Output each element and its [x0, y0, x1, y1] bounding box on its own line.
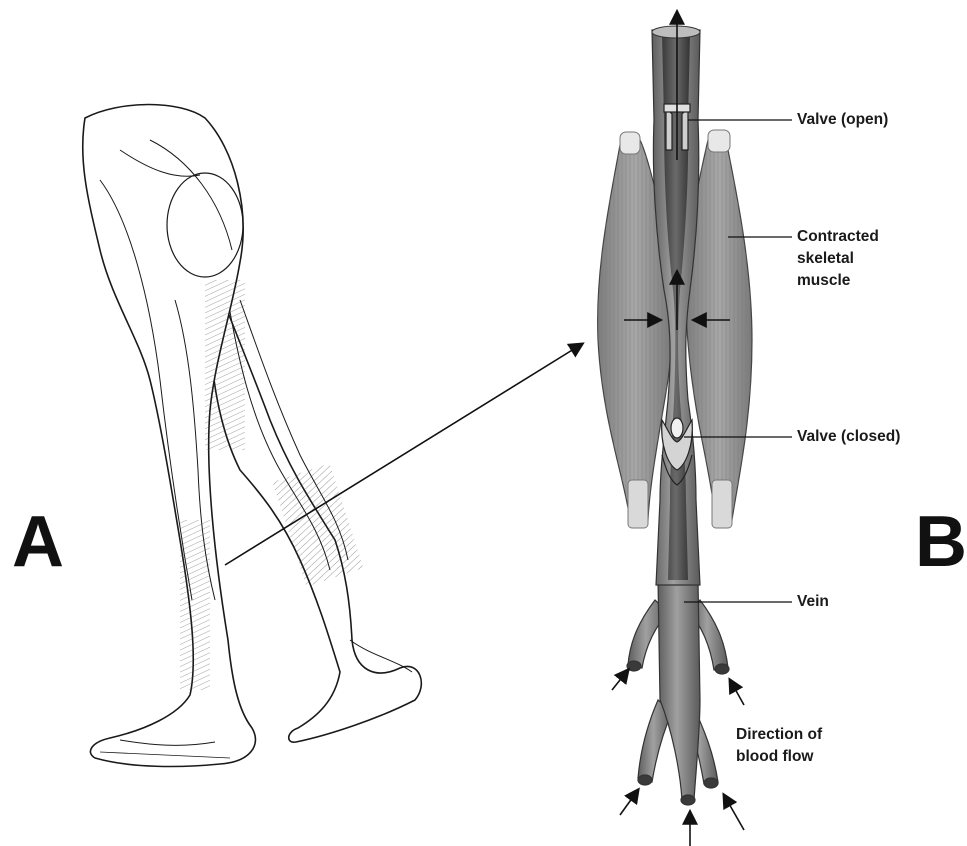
branch-arrow-4 [724, 795, 744, 830]
panel-label-a: A [12, 506, 64, 578]
label-contracted-muscle: Contracted skeletal muscle [797, 226, 879, 292]
branch-arrow-3 [620, 790, 638, 815]
label-valve-open: Valve (open) [797, 109, 888, 131]
vein-branches [627, 580, 729, 805]
shin-hatching [180, 520, 210, 690]
vein-illustration [598, 26, 752, 805]
branch-arrow-2 [730, 680, 744, 705]
label-valve-closed: Valve (closed) [797, 426, 900, 448]
legs-illustration [83, 105, 422, 767]
branch-arrow-1 [612, 670, 628, 690]
panel-label-b: B [915, 506, 967, 578]
thigh-hatching [205, 280, 245, 450]
label-vein: Vein [797, 591, 829, 613]
label-direction-of-blood-flow: Direction of blood flow [736, 724, 822, 768]
